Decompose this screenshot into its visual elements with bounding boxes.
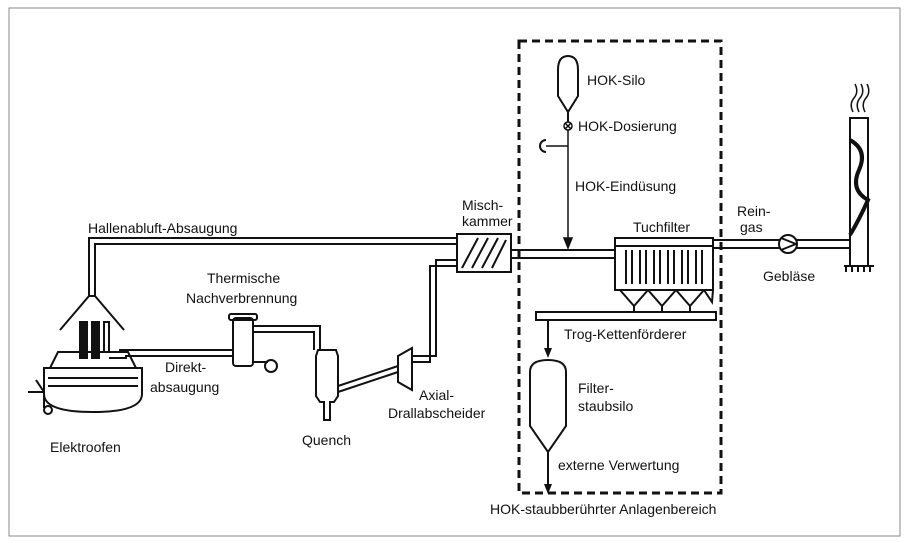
blower (778, 234, 798, 254)
hok-injection-line (539, 130, 574, 251)
fabric-filter (614, 237, 714, 312)
exhaust-hood (59, 295, 125, 331)
label-elektroofen: Elektroofen (50, 439, 121, 455)
label-quench: Quench (302, 432, 351, 448)
label-gas: gas (740, 219, 763, 235)
mixing-chamber (456, 233, 512, 273)
label-nachverbrennung: Nachverbrennung (186, 290, 297, 306)
label-direkt: Direkt- (165, 359, 207, 375)
label-hok-silo: HOK-Silo (587, 72, 646, 88)
hok-dosing-valve (563, 121, 573, 131)
hok-area-boundary (517, 39, 723, 495)
label-tuchfilter: Tuchfilter (633, 219, 690, 235)
hok-silo (557, 54, 579, 122)
label-kammer: kammer (462, 213, 513, 229)
label-thermische: Thermische (207, 270, 280, 286)
label-filter: Filter- (578, 380, 614, 396)
trough-chain-conveyor (535, 311, 717, 358)
quench-tower (315, 349, 399, 421)
hall-exhaust-duct (88, 237, 457, 296)
label-bereich: HOK-staubberührter Anlagenbereich (490, 501, 716, 517)
label-geblaese: Gebläse (763, 268, 815, 284)
axial-cyclone (397, 259, 457, 392)
label-absaugung: absaugung (150, 379, 219, 395)
label-rein: Rein- (737, 203, 771, 219)
thermal-post-combustion (228, 313, 321, 373)
label-drallabscheider: Drallabscheider (388, 405, 486, 421)
label-hok-eindusung: HOK-Eindüsung (575, 178, 676, 194)
label-misch: Misch- (462, 197, 504, 213)
label-hallenabluft: Hallenabluft-Absaugung (88, 220, 237, 236)
clean-gas-duct (713, 239, 850, 249)
electric-arc-furnace (28, 321, 143, 415)
label-externe: externe Verwertung (558, 457, 679, 473)
main-duct-to-filter (511, 249, 615, 259)
filter-dust-silo (529, 358, 567, 494)
stack (844, 83, 874, 272)
direct-extraction-duct (109, 349, 233, 359)
label-hok-dosierung: HOK-Dosierung (578, 118, 677, 134)
label-staubsilo: staubsilo (578, 398, 633, 414)
label-axial: Axial- (419, 387, 454, 403)
label-trog: Trog-Kettenförderer (564, 326, 687, 342)
